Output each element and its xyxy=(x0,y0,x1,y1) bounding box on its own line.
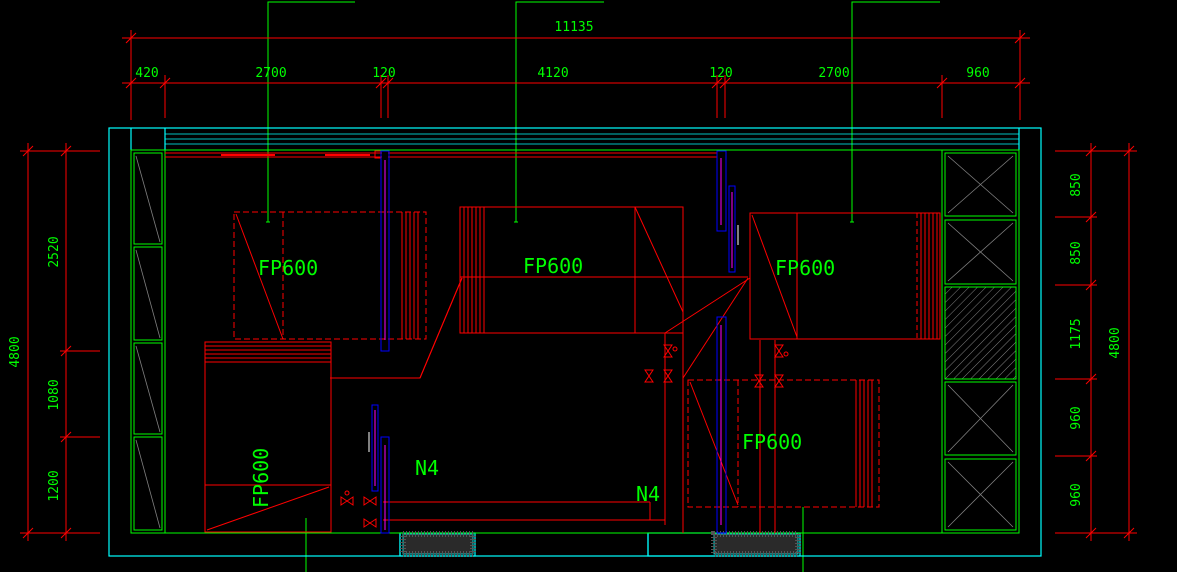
top-dimension-lines xyxy=(122,30,1030,120)
fp-label-3: FP600 xyxy=(775,256,835,280)
right-dimension-lines xyxy=(1055,143,1137,541)
top-window-strip xyxy=(165,133,1019,145)
fan-coil-unit-5 xyxy=(687,379,880,508)
dim-left-3: 1200 xyxy=(47,470,62,501)
fan-coil-unit-4 xyxy=(204,341,332,533)
tag-n4-left: N4 xyxy=(415,456,439,480)
dim-top-2: 2700 xyxy=(255,66,286,81)
right-window-crosses xyxy=(947,155,1014,528)
dim-left-2: 1080 xyxy=(47,379,62,410)
fan-coil-unit-1 xyxy=(233,211,427,340)
fp-label-1: FP600 xyxy=(258,256,318,280)
right-hatched-panel xyxy=(944,286,1017,380)
tag-n4-mid: N4 xyxy=(636,482,660,506)
dim-top-7: 960 xyxy=(966,66,989,81)
pipe-risers xyxy=(371,150,736,534)
fan-coil-unit-2 xyxy=(459,206,748,334)
dim-right-4: 960 xyxy=(1069,406,1084,429)
fp-label-5: FP600 xyxy=(742,430,802,454)
dim-top-4: 4120 xyxy=(537,66,568,81)
fan-coil-unit-3 xyxy=(749,212,941,340)
right-window-panels xyxy=(941,149,1020,534)
left-window-diagonals xyxy=(135,155,161,529)
dim-top-3: 120 xyxy=(372,66,395,81)
dim-right-2: 850 xyxy=(1069,241,1084,264)
dim-left-1: 2520 xyxy=(47,236,62,267)
dim-top-6: 2700 xyxy=(818,66,849,81)
leader-lines xyxy=(267,1,940,572)
dim-top-5: 120 xyxy=(709,66,732,81)
dim-right-3: 1175 xyxy=(1069,318,1084,349)
left-dimension-lines xyxy=(20,143,100,541)
dim-overall-width: 11135 xyxy=(554,20,593,35)
left-window-panels xyxy=(130,149,166,534)
fp-label-4: FP600 xyxy=(249,448,273,508)
dim-right-5: 960 xyxy=(1069,483,1084,506)
pipe-ticks xyxy=(368,225,739,452)
dim-right-1: 850 xyxy=(1069,173,1084,196)
floor-grille-right xyxy=(711,531,801,557)
fp-label-2: FP600 xyxy=(523,254,583,278)
dim-top-1: 420 xyxy=(135,66,158,81)
dim-right-outer: 4800 xyxy=(1108,327,1123,358)
dim-left-outer: 4800 xyxy=(8,336,23,367)
ducts xyxy=(165,150,776,533)
valves xyxy=(340,344,789,528)
floor-grille-left xyxy=(400,531,476,557)
